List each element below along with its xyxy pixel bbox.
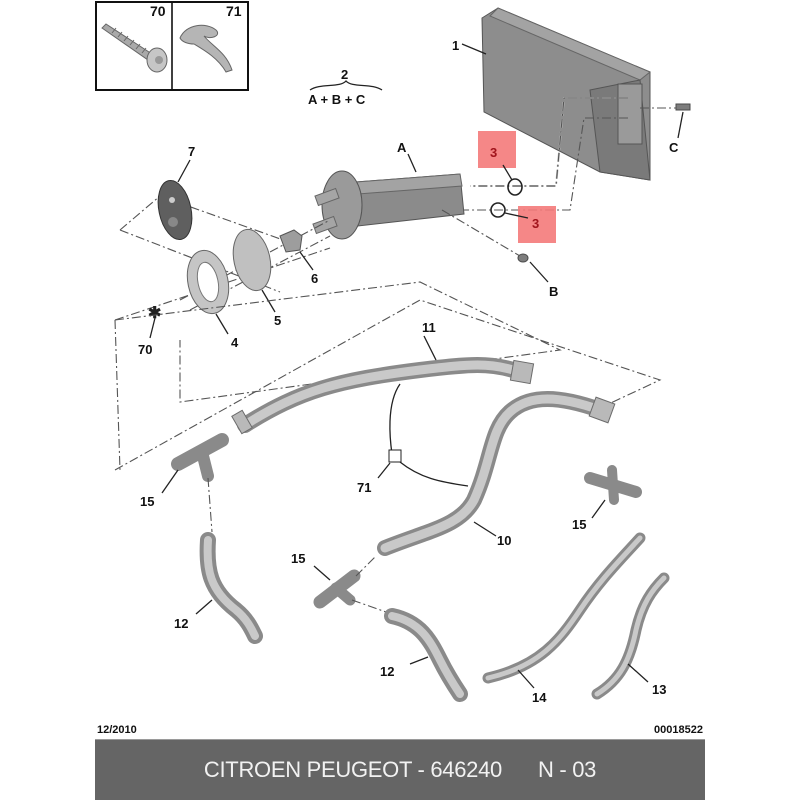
clip-icon xyxy=(179,24,233,73)
kit-number: 2 xyxy=(341,67,348,82)
hose-13 xyxy=(591,572,670,700)
inset-box: 70 71 xyxy=(95,1,249,91)
callout-tee-15-mid: 15 xyxy=(291,551,305,566)
gasket-5 xyxy=(232,228,272,292)
callout-seal-7: 7 xyxy=(188,144,195,159)
footer-code: 00018522 xyxy=(654,724,703,736)
footer-date: 12/2010 xyxy=(97,724,137,736)
callout-hose-11: 11 xyxy=(422,320,436,335)
hose-12-mid xyxy=(384,608,468,702)
callout-heater-core: 1 xyxy=(452,38,459,53)
kit-contents: A + B + C xyxy=(308,92,366,107)
tee-15-left xyxy=(171,433,229,482)
inset-label-71: 71 xyxy=(226,3,242,19)
star-icon: ✱ xyxy=(148,305,161,322)
hose-12-left xyxy=(199,532,263,644)
pipe-assembly xyxy=(312,170,465,240)
clip-71-marker xyxy=(388,383,469,487)
footer-page: N - 03 xyxy=(537,757,597,782)
callout-tee-15-left: 15 xyxy=(140,494,154,509)
callout-hose-13: 13 xyxy=(652,682,666,697)
tee-15-mid xyxy=(313,569,361,609)
o-ring-lower xyxy=(490,202,506,218)
seal-7 xyxy=(157,179,193,241)
callout-hose-12-left: 12 xyxy=(174,616,188,631)
callout-clip-6: 6 xyxy=(311,271,318,286)
callout-clip-71: 71 xyxy=(357,480,371,495)
callout-hose-14: 14 xyxy=(532,690,547,705)
screw-icon xyxy=(101,23,168,73)
clip-6 xyxy=(279,229,303,253)
callout-screw-c: C xyxy=(669,140,679,155)
callout-hose-12-mid: 12 xyxy=(380,664,394,679)
callout-hose-10: 10 xyxy=(497,533,511,548)
callout-screw-70: 70 xyxy=(138,342,152,357)
bolt-b xyxy=(517,253,529,263)
callout-tee-15-right: 15 xyxy=(572,517,586,532)
callout-bolt-b: B xyxy=(549,284,558,299)
kit-label: 2 A + B + C xyxy=(308,67,383,107)
hose-10 xyxy=(377,391,616,556)
hose-14 xyxy=(482,532,646,684)
tee-15-right xyxy=(584,465,642,505)
footer-brand-part: CITROEN PEUGEOT - 646240 xyxy=(203,757,502,782)
gasket-4 xyxy=(186,249,230,315)
callout-gasket-5: 5 xyxy=(274,313,281,328)
footer-bar: CITROEN PEUGEOT - 646240 N - 03 xyxy=(95,740,705,800)
highlight-box-upper xyxy=(478,131,516,168)
callout-o-ring-upper: 3 xyxy=(490,145,497,160)
callout-o-ring-lower: 3 xyxy=(532,216,539,231)
screw-c xyxy=(675,103,691,111)
callout-gasket-4: 4 xyxy=(231,335,239,350)
inset-label-70: 70 xyxy=(150,3,166,19)
heater-core xyxy=(481,7,651,181)
o-ring-upper xyxy=(507,178,523,196)
hose-11 xyxy=(231,357,535,435)
callout-pipe-assembly: A xyxy=(397,140,407,155)
highlight-box-lower xyxy=(518,206,556,243)
